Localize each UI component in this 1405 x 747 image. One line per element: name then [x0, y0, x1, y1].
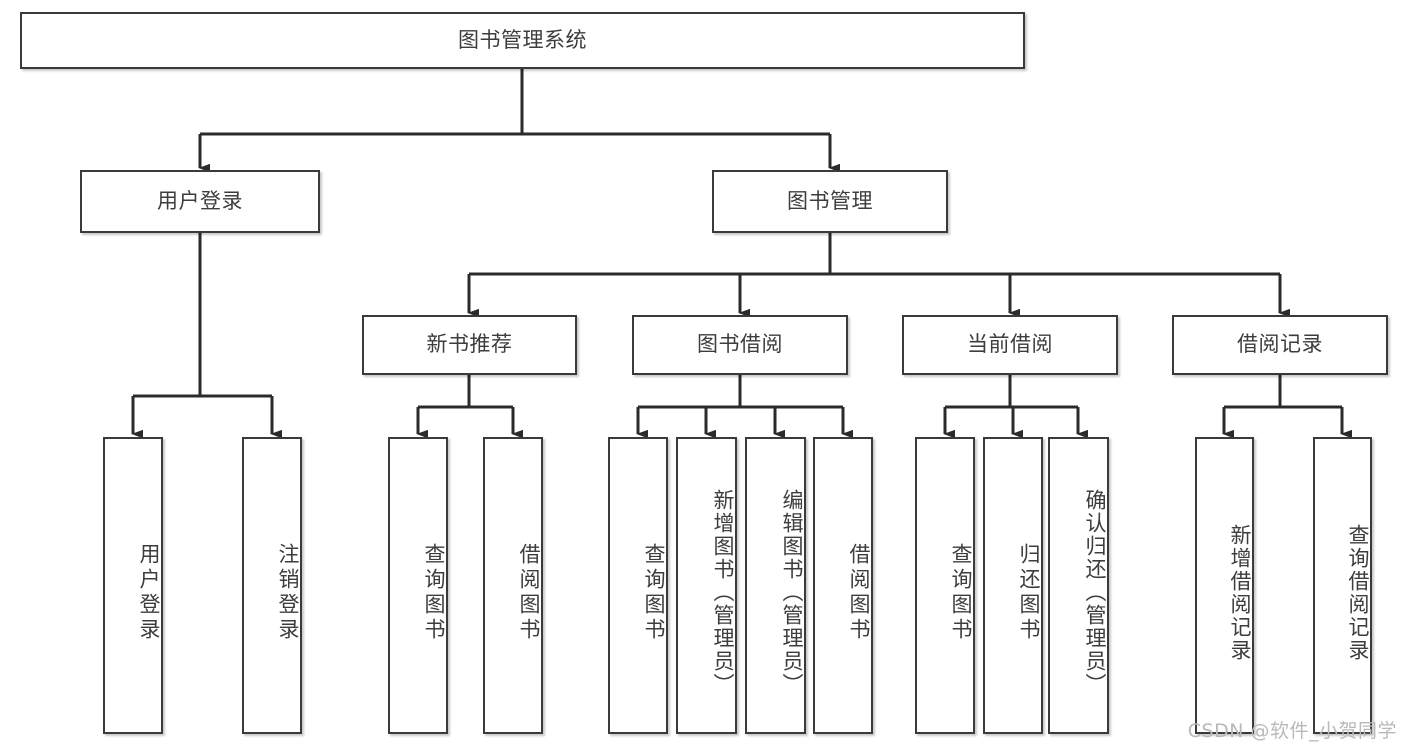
leaf-borrow-edit-book-admin[interactable]: 编辑图书（管理员） [745, 437, 806, 734]
leaf-record-query-borrow-record[interactable]: 查询借阅记录 [1313, 437, 1372, 734]
leaf-borrow-add-book-admin[interactable]: 新增图书（管理员） [676, 437, 737, 734]
leaf-borrow-borrow-book[interactable]: 借阅图书 [813, 437, 873, 734]
leaf-recommend-borrow-book[interactable]: 借阅图书 [483, 437, 543, 734]
node-new-book-recommend[interactable]: 新书推荐 [362, 315, 577, 375]
node-label: 图书管理 [787, 188, 873, 213]
node-label: 新增借阅记录 [1228, 523, 1252, 662]
node-label: 借阅图书 [517, 542, 541, 643]
node-book-management[interactable]: 图书管理 [712, 170, 948, 233]
node-label: 图书借阅 [697, 332, 783, 357]
node-label: 图书管理系统 [458, 27, 587, 52]
node-user-login[interactable]: 用户登录 [80, 170, 320, 233]
leaf-current-return-book[interactable]: 归还图书 [983, 437, 1043, 734]
leaf-user-login-signout[interactable]: 注销登录 [242, 437, 302, 734]
node-label: 归还图书 [1017, 542, 1041, 643]
node-label: 编辑图书（管理员） [780, 489, 804, 696]
node-label: 查询借阅记录 [1346, 523, 1370, 662]
node-label: 新增图书（管理员） [711, 489, 735, 696]
node-label: 用户登录 [157, 188, 243, 213]
node-label: 当前借阅 [967, 332, 1053, 357]
node-root-system[interactable]: 图书管理系统 [20, 12, 1025, 69]
leaf-current-query-book[interactable]: 查询图书 [915, 437, 975, 734]
node-label: 注销登录 [276, 542, 300, 643]
leaf-recommend-query-book[interactable]: 查询图书 [388, 437, 448, 734]
node-label: 借阅图书 [847, 542, 871, 643]
leaf-record-add-borrow-record[interactable]: 新增借阅记录 [1195, 437, 1254, 734]
node-label: 新书推荐 [426, 332, 513, 357]
node-borrow-record[interactable]: 借阅记录 [1172, 315, 1388, 375]
node-label: 查询图书 [422, 542, 446, 643]
leaf-user-login-signin[interactable]: 用户登录 [103, 437, 163, 734]
node-label: 查询图书 [642, 542, 666, 643]
node-label: 借阅记录 [1237, 332, 1323, 357]
node-label: 确认归还（管理员） [1083, 489, 1107, 696]
node-label: 用户登录 [137, 542, 161, 643]
node-current-borrow[interactable]: 当前借阅 [902, 315, 1118, 375]
leaf-borrow-query-book[interactable]: 查询图书 [608, 437, 668, 734]
node-label: 查询图书 [949, 542, 973, 643]
node-book-borrow[interactable]: 图书借阅 [632, 315, 848, 375]
leaf-current-confirm-return-admin[interactable]: 确认归还（管理员） [1048, 437, 1109, 734]
